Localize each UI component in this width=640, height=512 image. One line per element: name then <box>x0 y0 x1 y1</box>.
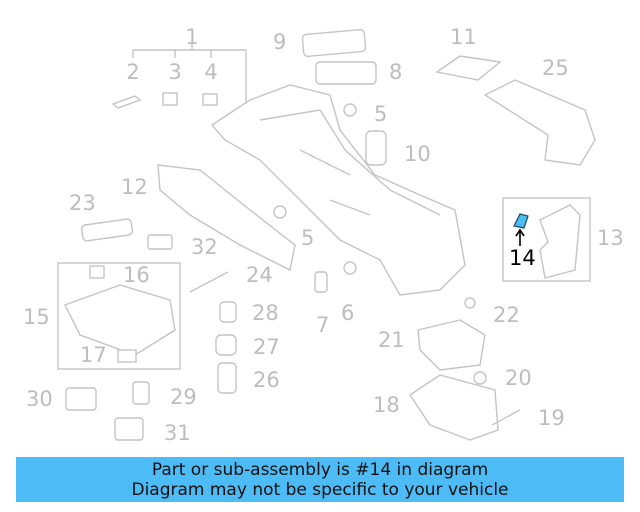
part-14-highlighted <box>513 213 529 246</box>
side-panel-part <box>157 164 296 272</box>
label-16: 16 <box>123 263 150 287</box>
part-labels: 1 2 3 4 5 5 6 7 8 9 10 11 12 13 14 15 16… <box>23 25 624 445</box>
label-23: 23 <box>69 191 96 215</box>
armrest-lid-part <box>483 79 596 166</box>
label-31: 31 <box>164 421 191 445</box>
label-9: 9 <box>273 30 286 54</box>
label-28: 28 <box>252 301 279 325</box>
label-17: 17 <box>80 343 107 367</box>
label-22: 22 <box>493 303 520 327</box>
switch-unit-part <box>315 61 377 85</box>
leader-lines <box>132 42 247 105</box>
label-18: 18 <box>373 393 400 417</box>
assembly-13-frame <box>502 197 591 282</box>
assembly-15-frame <box>57 262 181 370</box>
screw-part <box>273 205 287 219</box>
info-banner: Part or sub-assembly is #14 in diagram D… <box>16 457 624 502</box>
label-1: 1 <box>185 25 198 49</box>
screw-part <box>464 297 476 309</box>
label-3: 3 <box>168 60 181 84</box>
label-20: 20 <box>505 366 532 390</box>
label-24: 24 <box>246 263 273 287</box>
label-7: 7 <box>316 313 329 337</box>
label-30: 30 <box>26 387 53 411</box>
screw-part <box>343 103 357 117</box>
label-27: 27 <box>253 335 280 359</box>
label-8: 8 <box>389 60 402 84</box>
label-4: 4 <box>204 60 217 84</box>
label-5b: 5 <box>301 226 314 250</box>
nut-part <box>473 371 487 385</box>
label-29: 29 <box>170 385 197 409</box>
label-5: 5 <box>374 102 387 126</box>
label-2: 2 <box>126 60 139 84</box>
label-32: 32 <box>191 235 218 259</box>
label-26: 26 <box>253 368 280 392</box>
label-21: 21 <box>378 328 405 352</box>
label-13: 13 <box>597 226 624 250</box>
banner-line-2: Diagram may not be specific to your vehi… <box>131 480 509 500</box>
label-6: 6 <box>341 301 354 325</box>
label-19: 19 <box>538 406 565 430</box>
banner-line-1: Part or sub-assembly is #14 in diagram <box>151 460 489 480</box>
label-25: 25 <box>542 56 569 80</box>
label-14: 14 <box>509 246 536 270</box>
center-console-part <box>210 84 466 296</box>
label-12: 12 <box>121 175 148 199</box>
label-11: 11 <box>450 25 477 49</box>
label-10: 10 <box>404 142 431 166</box>
cup-holder-part <box>365 130 387 166</box>
screw-part <box>343 261 357 275</box>
label-15: 15 <box>23 305 50 329</box>
switch-panel-part <box>301 28 367 58</box>
mat-part <box>435 55 502 81</box>
